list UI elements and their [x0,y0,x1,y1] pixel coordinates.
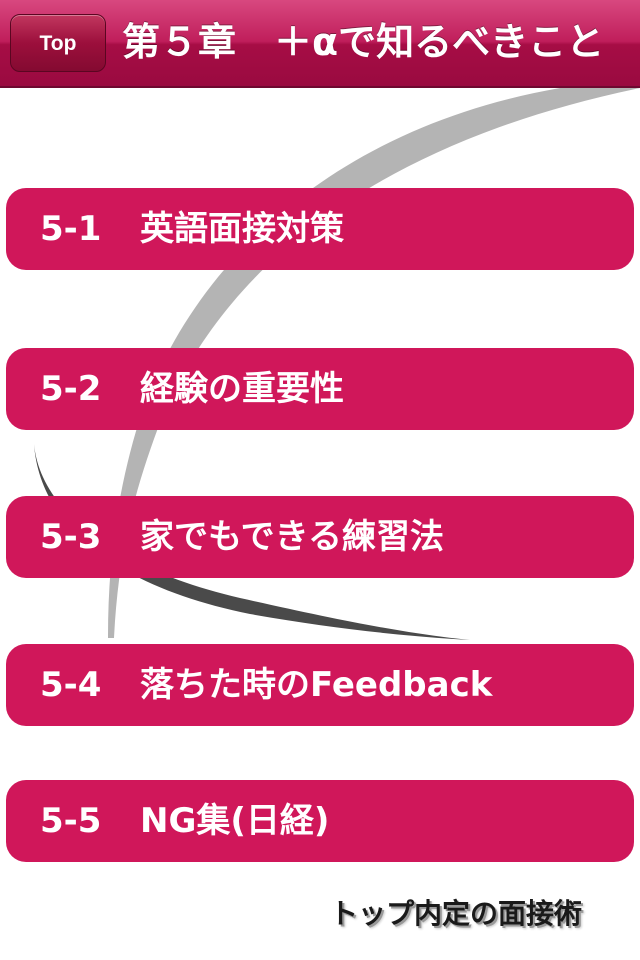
app-logo-text: トップ内定の面接術 [330,897,583,930]
chapter-number: 5-3 [40,517,102,557]
page-title: 第５章 ＋αで知るべきこと [122,20,605,64]
chapter-title: NG集(日経) [140,801,330,841]
chapter-number: 5-5 [40,801,102,841]
chapter-title: 英語面接対策 [140,209,344,249]
chapter-item-5-1[interactable]: 5-1 英語面接対策 [6,188,634,270]
background-swoosh-graphic [34,88,640,640]
chapter-title: 落ちた時のFeedback [140,665,493,705]
chapter-title: 経験の重要性 [140,369,344,409]
top-button[interactable]: Top [10,14,106,72]
chapter-title: 家でもできる練習法 [140,517,444,557]
chapter-number: 5-2 [40,369,102,409]
navigation-bar: Top 第５章 ＋αで知るべきこと [0,0,640,88]
swoosh-dark-arc [34,444,470,640]
chapter-item-5-2[interactable]: 5-2 経験の重要性 [6,348,634,430]
chapter-number: 5-4 [40,665,102,705]
chapter-item-5-4[interactable]: 5-4 落ちた時のFeedback [6,644,634,726]
chapter-item-5-5[interactable]: 5-5 NG集(日経) [6,780,634,862]
chapter-item-5-3[interactable]: 5-3 家でもできる練習法 [6,496,634,578]
chapter-number: 5-1 [40,209,102,249]
